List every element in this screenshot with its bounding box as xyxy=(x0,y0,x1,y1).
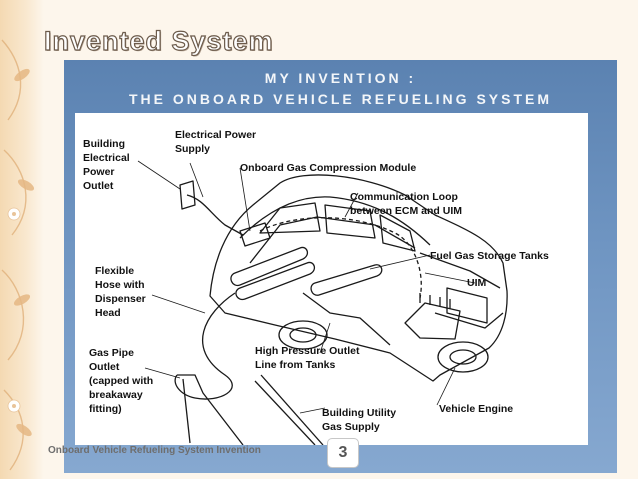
label-electrical-supply: Electrical Power Supply xyxy=(175,128,256,156)
panel-heading-line1: MY INVENTION : xyxy=(264,70,417,86)
decorative-border xyxy=(0,0,44,479)
label-gas-pipe: Gas Pipe Outlet (capped with breakaway f… xyxy=(89,346,153,416)
label-line: Supply xyxy=(175,143,211,155)
label-line: fitting) xyxy=(89,403,122,415)
label-line: Outlet xyxy=(89,361,120,373)
vehicle-schematic-illustration xyxy=(137,160,508,445)
label-line: (capped with xyxy=(89,375,154,387)
label-comm-loop: Communication Loop between ECM and UIM xyxy=(350,190,462,218)
label-line: breakaway xyxy=(89,389,143,401)
label-line: Outlet xyxy=(83,180,114,192)
label-line: Building Utility xyxy=(322,407,397,419)
label-storage-tanks: Fuel Gas Storage Tanks xyxy=(430,250,549,262)
label-line: Electrical xyxy=(83,152,130,164)
label-compression-module: Onboard Gas Compression Module xyxy=(240,162,417,174)
label-line: Electrical Power xyxy=(175,129,257,141)
label-line: Gas Supply xyxy=(322,421,380,433)
label-flexible-hose: Flexible Hose with Dispenser Head xyxy=(95,264,146,320)
label-line: Power xyxy=(83,166,115,178)
label-utility-supply: Building Utility Gas Supply xyxy=(322,406,396,434)
footer-text: Onboard Vehicle Refueling System Inventi… xyxy=(48,445,261,456)
label-vehicle-engine: Vehicle Engine xyxy=(439,403,514,415)
floral-pattern-icon xyxy=(1,39,35,471)
label-line: Line from Tanks xyxy=(255,359,336,371)
label-line: Head xyxy=(95,307,121,319)
slide-title: Invented System xyxy=(43,25,274,56)
label-line: Flexible xyxy=(95,265,135,277)
label-line: High Pressure Outlet xyxy=(255,345,360,357)
label-building-outlet: Building Electrical Power Outlet xyxy=(83,137,130,193)
label-line: Dispenser xyxy=(95,293,146,305)
label-line: Communication Loop xyxy=(350,191,458,203)
page-number: 3 xyxy=(327,438,359,468)
label-line: Gas Pipe xyxy=(89,347,134,359)
label-line: Building xyxy=(83,138,125,150)
label-high-pressure-outlet: High Pressure Outlet Line from Tanks xyxy=(255,344,359,372)
label-line: between ECM and UIM xyxy=(350,205,463,217)
label-uim: UIM xyxy=(467,277,487,289)
refueling-system-diagram: Building Electrical Power Outlet Electri… xyxy=(75,113,588,445)
label-line: Hose with xyxy=(95,279,145,291)
panel-heading-line2: THE ONBOARD VEHICLE REFUELING SYSTEM xyxy=(128,91,553,107)
